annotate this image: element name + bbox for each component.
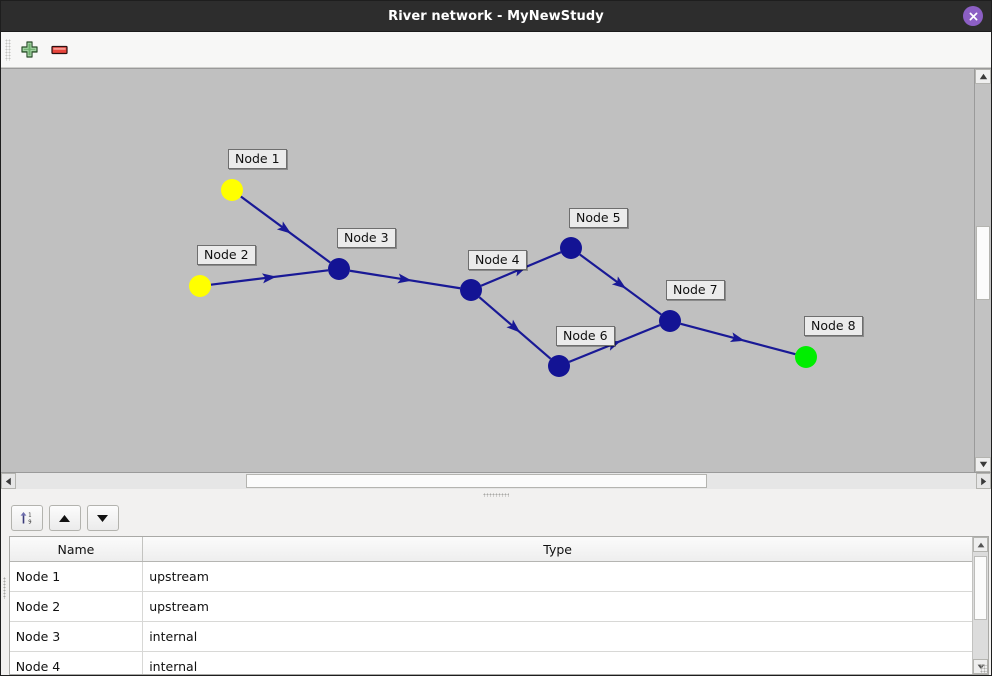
node-label-node-4[interactable]: Node 4	[468, 250, 527, 271]
edge-arrowhead	[261, 273, 277, 284]
tables-area: 1 9	[1, 500, 992, 675]
red-minus-icon	[50, 45, 68, 54]
graph-node-node-2[interactable]	[189, 275, 211, 297]
table-cell[interactable]: internal	[142, 621, 973, 652]
close-icon	[969, 12, 977, 20]
nodes-vscroll-thumb[interactable]	[974, 556, 988, 621]
scroll-up-button[interactable]	[975, 69, 991, 84]
toolbar-drag-handle[interactable]	[5, 38, 11, 61]
triangle-right-icon	[981, 477, 987, 485]
nodes-sort-button[interactable]: 1 9	[10, 505, 43, 531]
graph-node-node-7[interactable]	[659, 310, 681, 332]
table-cell[interactable]: upstream	[142, 561, 973, 592]
network-graph	[189, 179, 817, 377]
triangle-down-icon	[979, 461, 987, 468]
canvas-vertical-scrollbar[interactable]	[974, 68, 991, 472]
nodes-vscroll-track[interactable]	[973, 552, 988, 659]
table-cell[interactable]: internal	[142, 651, 973, 674]
canvas-vscroll-thumb[interactable]	[976, 225, 990, 301]
horizontal-splitter[interactable]	[1, 489, 991, 500]
title-bar: River network - MyNewStudy	[1, 1, 991, 32]
graph-node-node-4[interactable]	[460, 279, 482, 301]
table-cell[interactable]: Node 3	[9, 621, 144, 652]
close-button[interactable]	[963, 6, 983, 26]
graph-node-node-5[interactable]	[560, 237, 582, 259]
graph-node-node-3[interactable]	[328, 258, 350, 280]
nodes-scroll-up-button[interactable]	[973, 537, 989, 552]
nodes-toolbar: 1 9	[7, 500, 991, 536]
edge-arrowhead	[729, 332, 745, 343]
triangle-up-icon	[979, 73, 987, 80]
nodes-vertical-scrollbar[interactable]	[972, 537, 989, 674]
green-plus-icon	[20, 41, 38, 58]
canvas-vscroll-track[interactable]	[975, 84, 991, 457]
edge-arrowhead	[276, 221, 292, 234]
column-header-name[interactable]: Name	[9, 537, 144, 562]
table-cell[interactable]: Node 4	[9, 651, 144, 674]
svg-text:1: 1	[28, 513, 31, 519]
triangle-up-icon	[59, 514, 71, 522]
canvas-hscroll-track[interactable]	[16, 473, 976, 489]
scroll-left-button[interactable]	[1, 473, 16, 489]
node-label-node-1[interactable]: Node 1	[228, 149, 287, 170]
delete-node-button[interactable]	[44, 36, 74, 64]
graph-area: Node 1 Node 2 Node 3 Node 4 Node 5 Node 6 Node…	[1, 68, 991, 472]
node-label-node-6[interactable]: Node 6	[556, 326, 615, 347]
graph-node-node-6[interactable]	[548, 355, 570, 377]
node-label-node-7[interactable]: Node 7	[666, 280, 725, 301]
column-header-type[interactable]: Type	[142, 537, 973, 562]
node-label-node-5[interactable]: Node 5	[569, 208, 628, 229]
add-node-button[interactable]	[14, 36, 44, 64]
canvas-horizontal-scrollbar[interactable]	[1, 472, 991, 489]
table-cell[interactable]: Node 1	[9, 561, 144, 592]
nodes-move-down-button[interactable]	[86, 505, 119, 531]
triangle-left-icon	[5, 477, 11, 485]
vertical-splitter-grip	[2, 576, 6, 599]
graph-node-node-1[interactable]	[221, 179, 243, 201]
edges-layer	[210, 195, 796, 363]
window-title: River network - MyNewStudy	[388, 8, 604, 24]
sort-icon: 1 9	[20, 512, 31, 525]
toolbar	[1, 32, 991, 68]
nodes-pane: 1 9	[6, 500, 992, 675]
node-label-node-8[interactable]: Node 8	[804, 316, 863, 337]
node-label-node-3[interactable]: Node 3	[337, 228, 396, 249]
triangle-down-icon	[97, 514, 109, 522]
edge-arrowhead	[397, 273, 412, 284]
scroll-down-button[interactable]	[975, 457, 991, 472]
triangle-up-icon	[977, 542, 984, 547]
edge-arrowhead	[506, 319, 521, 333]
window-resize-grip[interactable]	[980, 664, 989, 673]
vertical-splitter[interactable]	[1, 500, 7, 675]
table-cell[interactable]: Node 2	[9, 591, 144, 622]
table-cell[interactable]: upstream	[142, 591, 973, 622]
nodes-move-up-button[interactable]	[48, 505, 81, 531]
splitter-grip	[483, 492, 509, 497]
graph-node-node-8[interactable]	[795, 346, 817, 368]
scroll-right-button[interactable]	[976, 473, 991, 489]
network-canvas[interactable]: Node 1 Node 2 Node 3 Node 4 Node 5 Node 6 Node…	[1, 68, 974, 472]
canvas-hscroll-thumb[interactable]	[246, 474, 708, 488]
edge-arrowhead	[611, 276, 627, 289]
svg-text:9: 9	[28, 519, 31, 525]
nodes-layer	[189, 179, 817, 377]
node-label-node-2[interactable]: Node 2	[197, 245, 256, 266]
